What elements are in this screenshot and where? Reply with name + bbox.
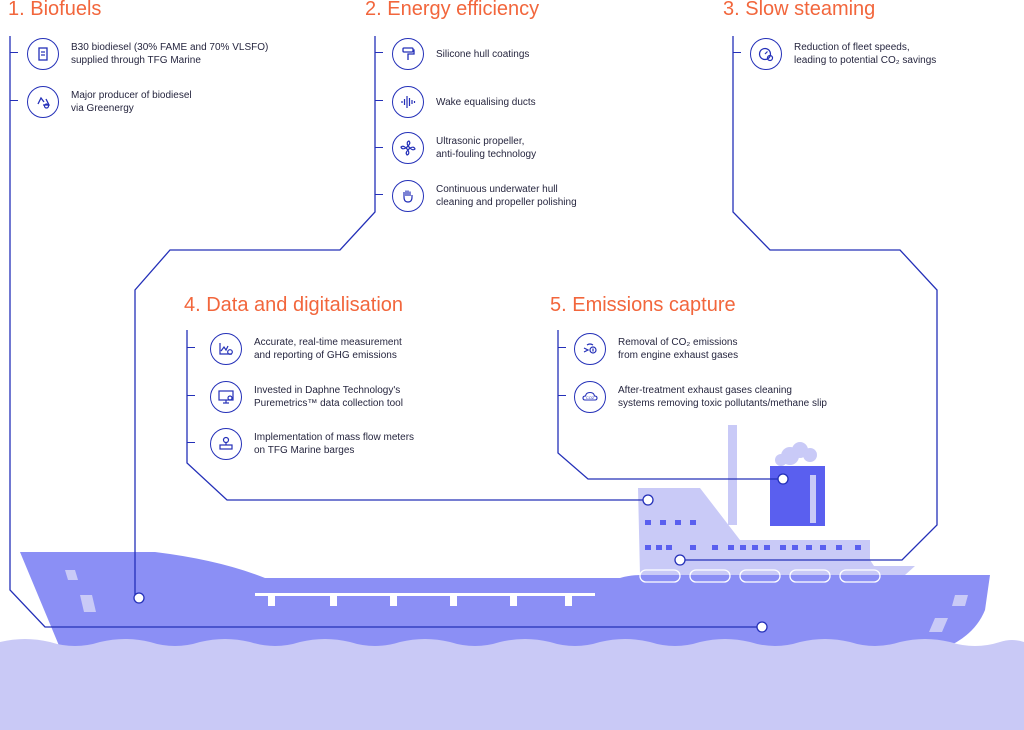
funnel <box>770 466 825 526</box>
item-label: Implementation of mass flow meters on TF… <box>254 432 415 456</box>
bullet-dash <box>375 194 383 196</box>
connector-data <box>186 330 648 501</box>
paint-roller-icon <box>392 38 424 70</box>
item-label: B30 biodiesel (30% FAME and 70% VLSFO) s… <box>71 42 269 66</box>
bullet-dash <box>375 52 383 54</box>
windows <box>645 520 861 550</box>
recycle-icon <box>27 86 59 118</box>
item-label: Wake equalising ducts <box>436 96 536 108</box>
bullet-dash <box>558 395 566 397</box>
section-title-energy-efficiency: 2. Energy efficiency <box>365 0 540 20</box>
list-item: CO2 After-treatment exhaust gases cleani… <box>574 381 827 413</box>
item-label: Reduction of fleet speeds, leading to po… <box>794 42 937 66</box>
bullet-dash <box>187 395 195 397</box>
smoke <box>775 442 817 466</box>
speedometer-icon <box>750 38 782 70</box>
list-item: Major producer of biodiesel via Greenerg… <box>27 86 192 118</box>
hull <box>20 552 990 648</box>
item-label: Removal of CO₂ emissions from engine exh… <box>618 337 739 361</box>
list-item: Implementation of mass flow meters on TF… <box>210 428 414 460</box>
carbon-capture-icon <box>574 333 606 365</box>
list-item: Invested in Daphne Technology's Puremetr… <box>210 381 403 413</box>
connector-emissions <box>557 330 783 480</box>
section-title-slow-steaming: 3. Slow steaming <box>723 0 876 20</box>
lifeboats <box>639 569 881 583</box>
connector-lines <box>9 36 938 628</box>
line-chart-icon <box>210 333 242 365</box>
flow-meter-icon <box>210 428 242 460</box>
list-item: Wake equalising ducts <box>392 86 536 118</box>
section-title-emissions-capture: 5. Emissions capture <box>550 294 736 316</box>
connector-slow-steaming <box>680 36 938 561</box>
hand-cleaning-icon <box>392 180 424 212</box>
bullet-dash <box>187 442 195 444</box>
list-item: B30 biodiesel (30% FAME and 70% VLSFO) s… <box>27 38 268 70</box>
fuel-can-icon <box>27 38 59 70</box>
bullet-dash <box>10 100 18 102</box>
deck-hatches <box>255 593 595 606</box>
section-title-data-digitalisation: 4. Data and digitalisation <box>184 294 404 316</box>
co2-cloud-icon: CO2 <box>574 381 606 413</box>
item-label: Major producer of biodiesel via Greenerg… <box>71 90 192 114</box>
item-label: Invested in Daphne Technology's Puremetr… <box>254 385 403 409</box>
svg-text:CO2: CO2 <box>586 395 595 400</box>
propeller-icon <box>392 132 424 164</box>
endpoint-dots <box>133 473 789 633</box>
bow-marks <box>65 570 968 632</box>
bullet-dash <box>375 100 383 102</box>
connector-energy-efficiency <box>134 36 376 599</box>
monitor-icon <box>210 381 242 413</box>
mast <box>728 425 737 525</box>
bullet-dash <box>187 347 195 349</box>
bullet-dash <box>375 147 383 149</box>
item-label: Silicone hull coatings <box>436 48 530 60</box>
section-title-biofuels: 1. Biofuels <box>8 0 102 20</box>
connector-biofuels <box>9 36 762 628</box>
item-label: Ultrasonic propeller, anti-fouling techn… <box>436 136 537 160</box>
item-label: After-treatment exhaust gases cleaning s… <box>618 385 827 409</box>
list-item: Accurate, real-time measurement and repo… <box>210 333 402 365</box>
list-item: Continuous underwater hull cleaning and … <box>392 180 577 212</box>
bullet-dash <box>733 52 741 54</box>
railing <box>770 526 872 540</box>
item-label: Accurate, real-time measurement and repo… <box>254 337 402 361</box>
superstructure <box>638 488 880 575</box>
list-item: Ultrasonic propeller, anti-fouling techn… <box>392 132 536 164</box>
list-item: Silicone hull coatings <box>392 38 529 70</box>
bullet-dash <box>10 52 18 54</box>
sea <box>0 639 1024 730</box>
list-item: Removal of CO₂ emissions from engine exh… <box>574 333 738 365</box>
sound-wave-icon <box>392 86 424 118</box>
bullet-dash <box>558 347 566 349</box>
list-item: Reduction of fleet speeds, leading to po… <box>750 38 936 70</box>
item-label: Continuous underwater hull cleaning and … <box>436 184 577 208</box>
